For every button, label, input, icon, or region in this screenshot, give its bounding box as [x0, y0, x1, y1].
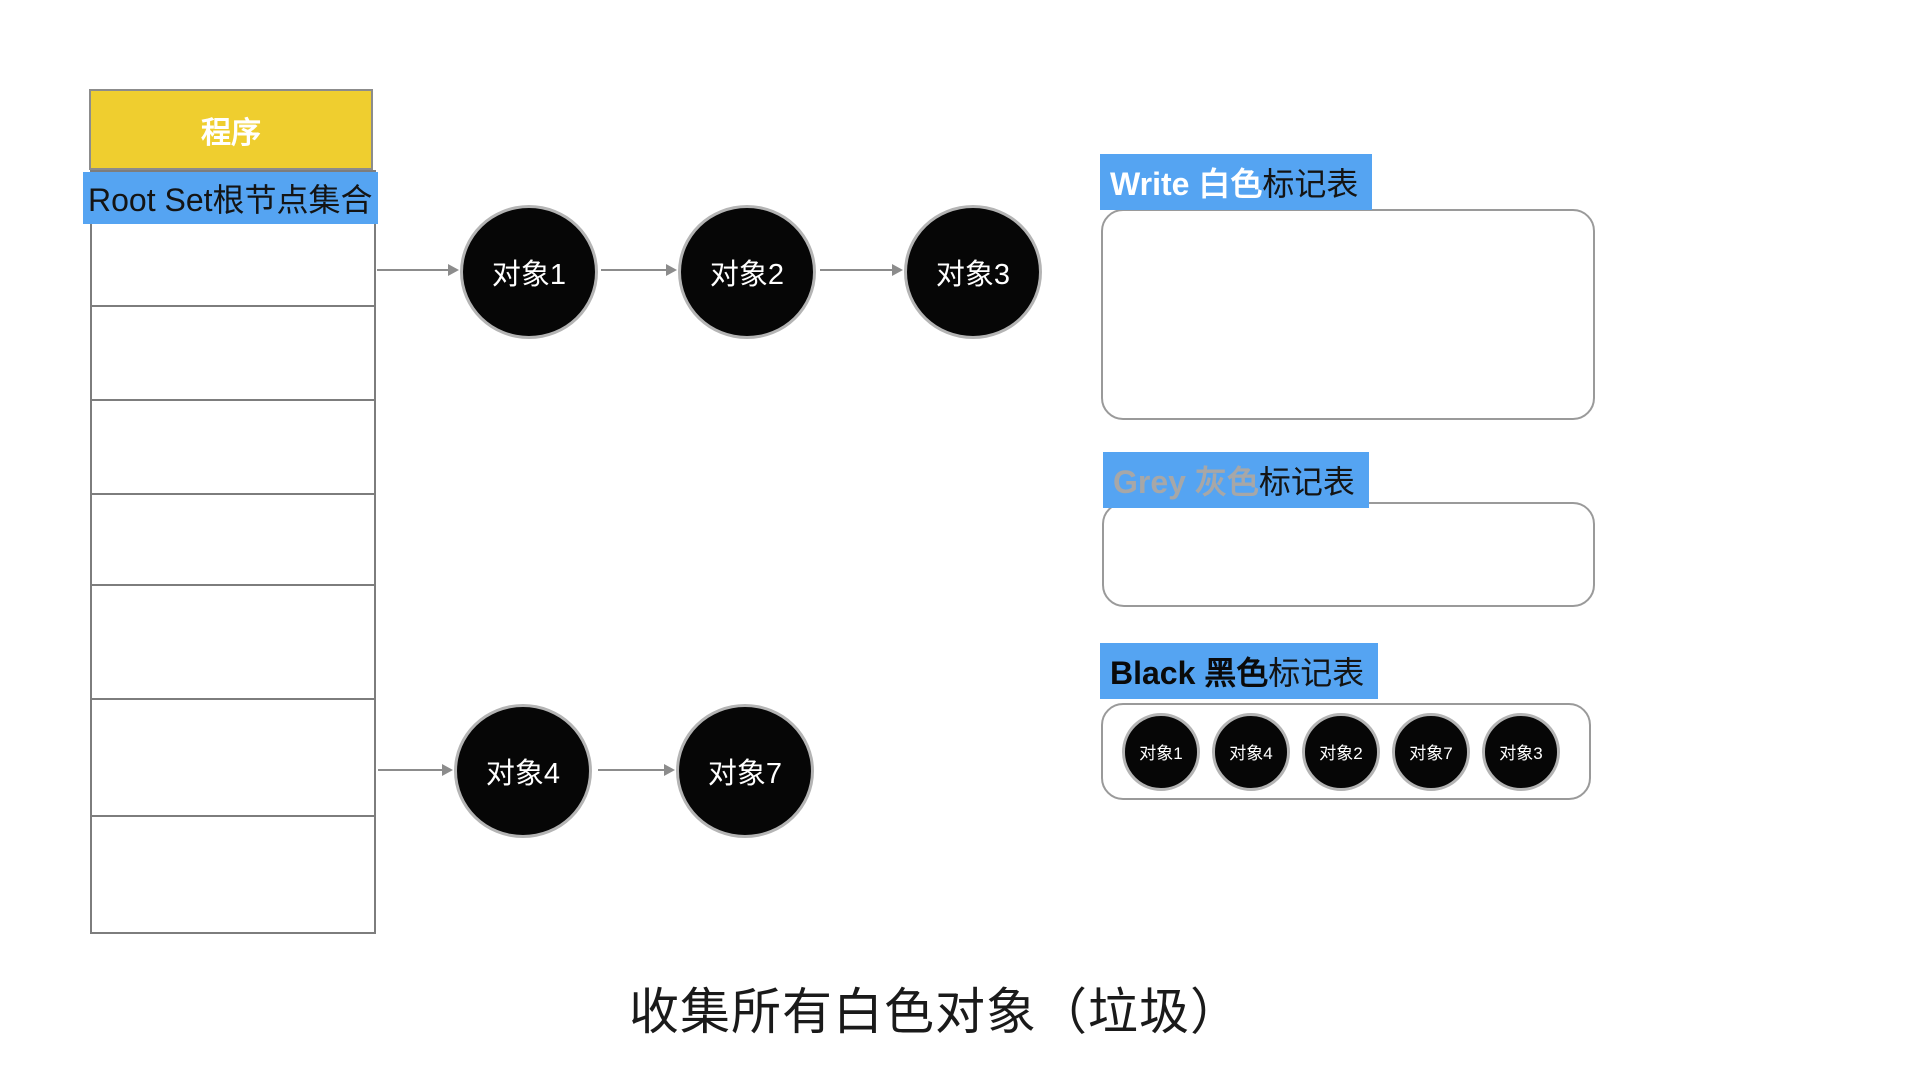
- program-header: 程序: [89, 89, 373, 170]
- white-mark-table-label: Write 白色标记表: [1100, 154, 1373, 210]
- white-mark-table-label-suffix: 标记表: [1262, 166, 1359, 202]
- white-mark-table-box: [1101, 209, 1595, 420]
- object-node-2: 对象2: [678, 205, 816, 339]
- grey-mark-table-label: Grey 灰色标记表: [1103, 452, 1369, 508]
- black-item-node: 对象7: [1392, 712, 1470, 791]
- black-mark-table-label-strong: Black 黑色: [1110, 655, 1269, 691]
- arrow-obj4-to-obj7: [598, 764, 675, 776]
- black-mark-table-items: 对象1 对象4 对象2 对象7 对象3: [1101, 703, 1591, 800]
- table-row-divider: [92, 493, 374, 495]
- table-row-divider: [92, 698, 374, 700]
- root-set-banner: Root Set根节点集合: [83, 172, 378, 224]
- table-row-divider: [92, 815, 374, 817]
- table-row-divider: [92, 399, 374, 401]
- black-item-node: 对象1: [1122, 712, 1200, 791]
- black-mark-table-label: Black 黑色标记表: [1100, 643, 1379, 699]
- table-row-divider: [92, 305, 374, 307]
- grey-mark-table-label-strong: Grey 灰色: [1113, 464, 1259, 500]
- white-mark-table-label-strong: Write 白色: [1110, 166, 1263, 202]
- object-node-3: 对象3: [904, 205, 1042, 339]
- grey-mark-table-box: [1102, 502, 1595, 607]
- root-set-table: [90, 170, 376, 934]
- black-item-node: 对象3: [1482, 712, 1560, 791]
- object-node-7: 对象7: [676, 704, 814, 838]
- diagram-caption: 收集所有白色对象（垃圾）: [629, 984, 1241, 1040]
- black-item-node: 对象4: [1212, 712, 1290, 791]
- arrow-root-to-obj4: [378, 764, 453, 776]
- arrow-obj1-to-obj2: [601, 264, 677, 276]
- object-node-1: 对象1: [460, 205, 598, 339]
- table-row-divider: [92, 584, 374, 586]
- black-mark-table-label-suffix: 标记表: [1268, 655, 1365, 691]
- black-item-node: 对象2: [1302, 712, 1380, 791]
- arrow-root-to-obj1: [377, 264, 459, 276]
- arrow-obj2-to-obj3: [820, 264, 903, 276]
- grey-mark-table-label-suffix: 标记表: [1258, 464, 1355, 500]
- object-node-4: 对象4: [454, 704, 592, 838]
